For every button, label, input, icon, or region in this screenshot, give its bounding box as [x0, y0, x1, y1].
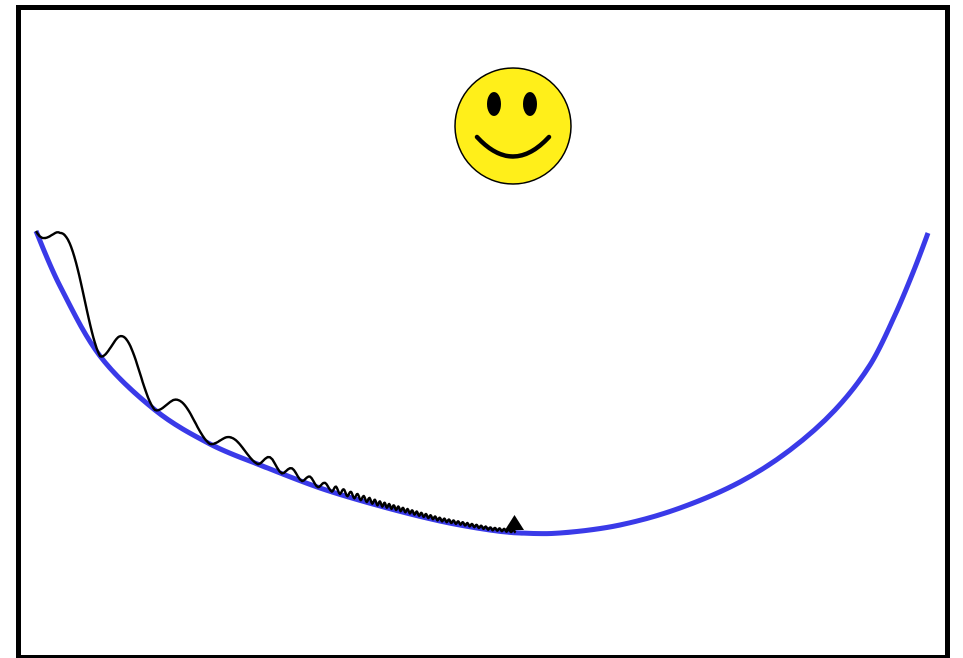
valley-curve [33, 230, 931, 537]
smiley-face-icon [454, 67, 572, 185]
smiley-left-eye [487, 92, 501, 116]
triangle-marker-icon [505, 515, 524, 530]
smiley-mouth [474, 134, 552, 159]
smiley-right-eye [523, 92, 537, 116]
oscillating-trajectory [34, 230, 517, 534]
smiley-head [454, 67, 572, 185]
